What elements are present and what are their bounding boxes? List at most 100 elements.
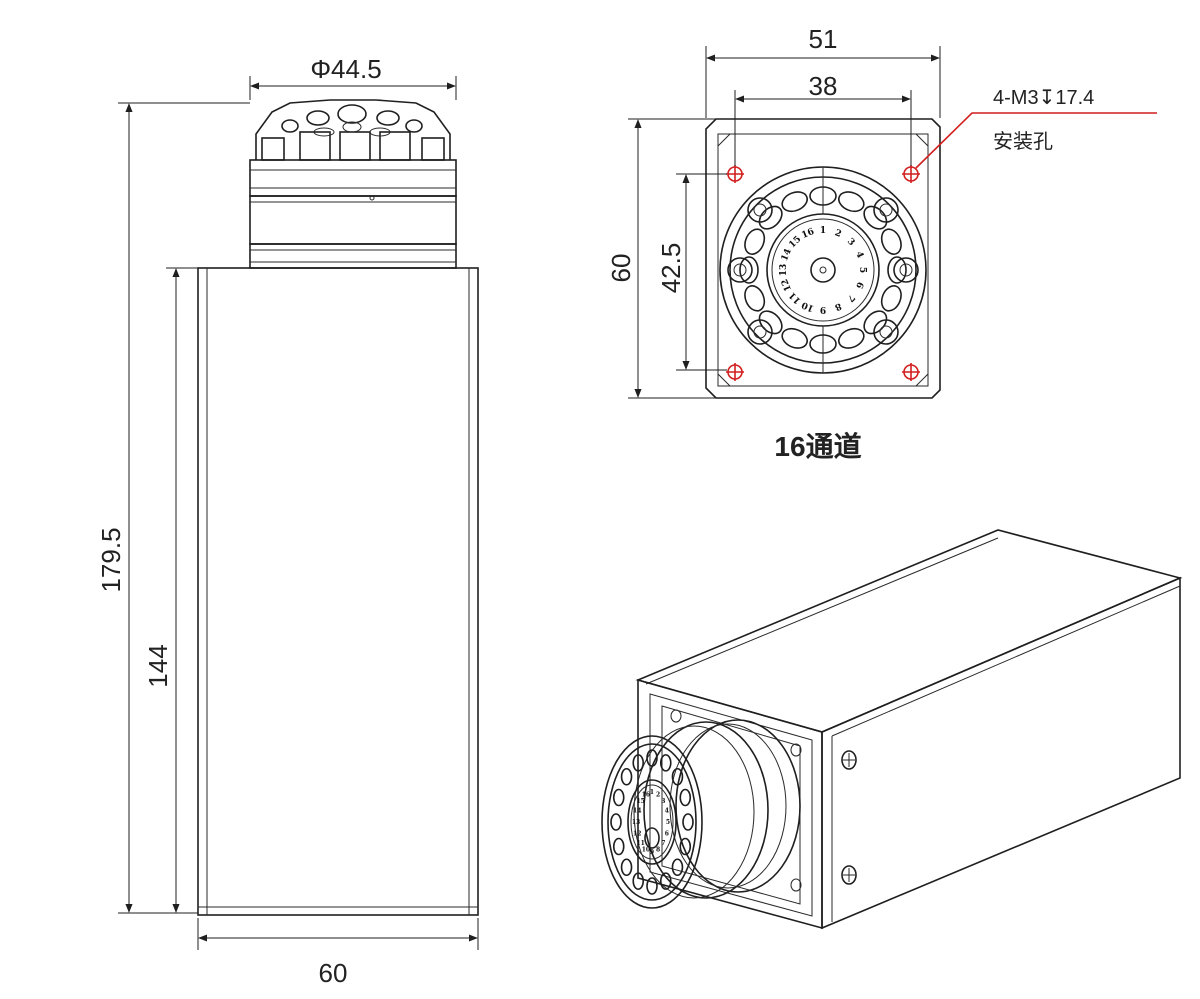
dim-hole-spacing-y: 42.5 (656, 173, 727, 371)
port-hole (744, 285, 766, 312)
channel-number: 5 (857, 267, 867, 273)
side-screw (841, 750, 857, 770)
channel-number: 6 (665, 830, 669, 837)
iso-side-screws (841, 750, 857, 885)
channel-number: 12 (780, 277, 794, 292)
channel-number: 16 (800, 227, 815, 241)
label-top-diameter: Φ44.5 (310, 54, 381, 84)
mounting-hole (726, 165, 744, 183)
callout-hole-spec: 4-M3↧17.4 (993, 87, 1094, 109)
channel-number: 10 (642, 847, 650, 854)
label-hole-spacing-x: 38 (809, 71, 838, 101)
port-hole (863, 310, 888, 335)
iso-ports (610, 749, 694, 895)
port-hole (809, 186, 837, 206)
port-hole (679, 837, 692, 856)
dim-hole-spacing-x: 38 (734, 71, 912, 166)
port-hole (671, 858, 684, 877)
channel-number: 10 (800, 299, 815, 313)
disc-bolt (873, 197, 899, 223)
iso-body (635, 529, 1183, 930)
disc-bolt (747, 319, 773, 345)
dim-body-height: 144 (143, 267, 198, 913)
channel-number: 15 (787, 234, 803, 250)
channel-number: 5 (666, 819, 670, 826)
channel-number: 15 (637, 798, 645, 805)
port-hole (809, 334, 837, 354)
channel-number: 4 (665, 808, 669, 815)
port-hole (620, 767, 633, 786)
mounting-holes (726, 165, 920, 381)
channel-number: 7 (661, 840, 665, 847)
label-body-height: 144 (143, 644, 173, 687)
label-hole-spacing-y: 42.5 (656, 243, 686, 294)
iso-valve-cylinder (633, 719, 801, 899)
port-hole (758, 310, 783, 335)
channel-number: 8 (833, 300, 843, 312)
channel-number: 14 (633, 808, 641, 815)
port-hole (880, 228, 902, 255)
port-hole (632, 872, 645, 890)
iso-valve-face (601, 735, 703, 909)
channel-number: 12 (633, 830, 641, 837)
channel-number: 4 (853, 250, 865, 260)
disc-bolt (873, 319, 899, 345)
side-fittings (261, 104, 445, 161)
port-hole (659, 872, 672, 890)
disc-bolt (727, 257, 753, 283)
port-hole (887, 256, 907, 284)
channel-number: 9 (650, 849, 654, 856)
port-hole (781, 327, 808, 349)
port-hole (758, 205, 783, 230)
channel-number: 7 (845, 292, 857, 304)
channel-caption: 16通道 (774, 430, 861, 462)
channel-number: 13 (779, 264, 789, 277)
side-body (197, 267, 479, 916)
top-outer-frame (705, 118, 941, 399)
top-valve-disc (719, 166, 927, 374)
channel-number: 2 (656, 791, 660, 798)
port-hole (679, 788, 692, 807)
port-hole (610, 813, 622, 831)
disc-bolt (747, 197, 773, 223)
port-hole (620, 858, 633, 877)
port-hole (863, 205, 888, 230)
mounting-hole (902, 165, 920, 183)
channel-number: 14 (780, 247, 794, 262)
dim-outer-height: 60 (606, 118, 716, 399)
mounting-hole (726, 363, 744, 381)
port-hole (838, 191, 865, 213)
channel-number: 3 (661, 798, 665, 805)
dim-body-width: 60 (197, 918, 479, 988)
label-outer-height: 60 (606, 254, 636, 283)
port-hole (659, 754, 672, 772)
channel-number: 1 (650, 789, 654, 796)
mounting-hole (902, 363, 920, 381)
port-hole (646, 749, 658, 767)
port-hole (682, 813, 694, 831)
port-hole (739, 256, 759, 284)
port-hole (646, 877, 658, 895)
label-body-width: 60 (319, 958, 348, 988)
channel-number: 8 (656, 847, 660, 854)
port-hole (612, 788, 625, 807)
mounting-hole-callout: 4-M3↧17.4 安装孔 (915, 87, 1157, 169)
side-valve-head (249, 99, 457, 269)
channel-number: 11 (787, 290, 803, 306)
port-hole (838, 327, 865, 349)
top-ports (739, 186, 907, 354)
channel-number: 3 (845, 237, 857, 249)
channel-number: 1 (820, 226, 826, 236)
port-hole (744, 228, 766, 255)
channel-number: 2 (833, 228, 843, 240)
iso-front-holes (670, 709, 802, 892)
label-outer-width: 51 (809, 24, 838, 54)
port-hole (880, 285, 902, 312)
channel-number: 16 (642, 791, 650, 798)
channel-number: 11 (637, 840, 645, 847)
